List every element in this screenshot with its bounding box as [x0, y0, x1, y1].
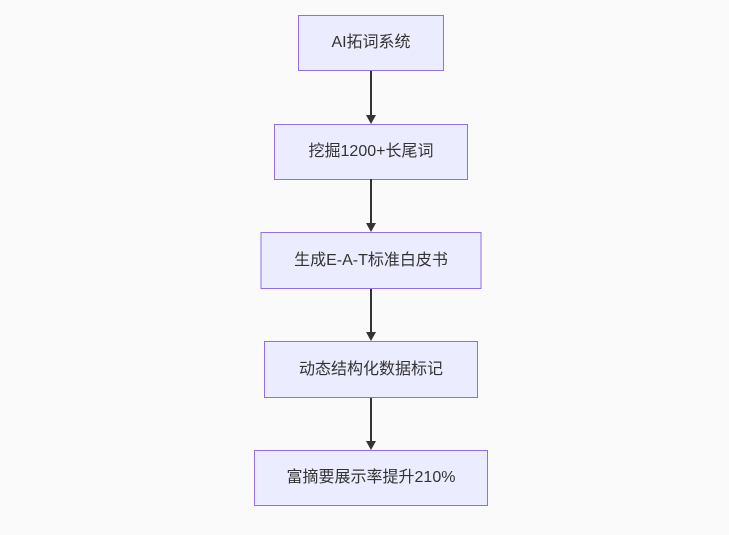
flow-arrow-4 — [366, 398, 376, 450]
node-ai-word-expansion-system: AI拓词系统 — [298, 15, 444, 71]
arrow-line — [370, 71, 372, 117]
node-dynamic-structured-data-markup: 动态结构化数据标记 — [264, 341, 478, 398]
arrow-line — [370, 398, 372, 443]
flow-arrow-2 — [366, 179, 376, 232]
flow-arrow-1 — [366, 71, 376, 124]
node-mine-longtail-keywords: 挖掘1200+长尾词 — [274, 124, 468, 180]
arrow-line — [370, 289, 372, 334]
node-label: 生成E-A-T标准白皮书 — [294, 251, 448, 269]
node-label: AI拓词系统 — [331, 34, 411, 51]
node-generate-eat-whitepaper: 生成E-A-T标准白皮书 — [260, 232, 482, 289]
arrowhead-down-icon — [366, 332, 376, 341]
node-rich-snippet-rate-increase: 富摘要展示率提升210% — [254, 450, 488, 506]
node-label: 富摘要展示率提升210% — [286, 469, 456, 486]
arrow-line — [370, 179, 372, 225]
node-label: 动态结构化数据标记 — [298, 360, 443, 378]
arrowhead-down-icon — [366, 441, 376, 450]
arrowhead-down-icon — [366, 115, 376, 124]
flow-arrow-3 — [366, 289, 376, 341]
node-label: 挖掘1200+长尾词 — [308, 143, 434, 160]
arrowhead-down-icon — [366, 223, 376, 232]
